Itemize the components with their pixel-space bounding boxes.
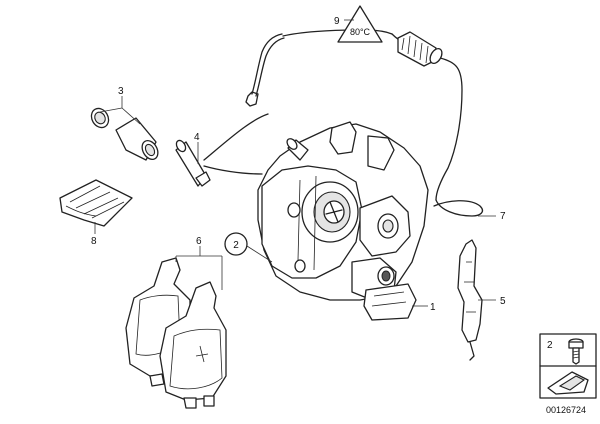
callout-2-circle: 2 bbox=[224, 232, 248, 256]
brake-caliper bbox=[257, 121, 429, 321]
legend-box: 2 bbox=[539, 333, 597, 399]
guide-sleeve-parts bbox=[90, 107, 159, 161]
brake-pads bbox=[125, 257, 227, 409]
wedge-icon bbox=[547, 371, 589, 395]
callout-5: 5 bbox=[500, 296, 506, 307]
legend-number: 2 bbox=[547, 340, 553, 351]
callout-2: 2 bbox=[233, 240, 239, 251]
callout-3: 3 bbox=[118, 86, 124, 97]
callout-8: 8 bbox=[91, 236, 97, 247]
bolt-icon bbox=[568, 338, 584, 365]
sensor-connector bbox=[397, 31, 443, 67]
grease-packet bbox=[59, 179, 133, 227]
temp-symbol-label: 80°C bbox=[350, 27, 371, 37]
guide-bolt bbox=[175, 139, 211, 187]
callout-6: 6 bbox=[196, 236, 202, 247]
diagram-id: 00126724 bbox=[546, 405, 586, 415]
callout-4: 4 bbox=[194, 132, 200, 143]
spring-clip bbox=[457, 239, 483, 361]
warning-triangle-icon: 80°C bbox=[337, 5, 383, 43]
callout-7: 7 bbox=[500, 211, 506, 222]
callout-1: 1 bbox=[430, 302, 436, 313]
callout-9: 9 bbox=[334, 16, 340, 27]
